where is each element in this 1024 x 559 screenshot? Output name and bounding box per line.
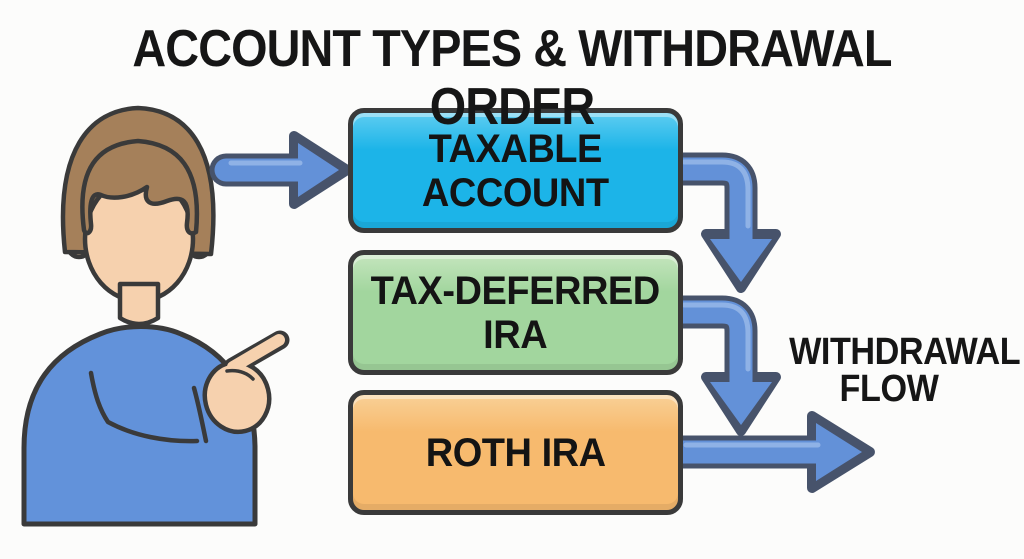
box-tax-deferred-ira: TAX-DEFERRED IRA — [348, 250, 683, 375]
box-label-line: IRA — [483, 312, 548, 357]
person-knuckle-line — [225, 368, 255, 381]
arrow-head — [816, 423, 862, 481]
page-title: ACCOUNT TYPES & WITHDRAWAL ORDER — [132, 20, 892, 136]
arrow-person-to-taxable — [209, 131, 352, 209]
arrow-head — [710, 239, 772, 282]
person-neck — [117, 281, 161, 327]
arrow-head — [710, 382, 772, 425]
box-label-line: ACCOUNT — [422, 170, 609, 215]
box-roth-ira: ROTH IRA — [348, 390, 683, 515]
arrow-highlight — [681, 159, 751, 229]
box-taxable-account-label: TAXABLE ACCOUNT — [422, 127, 609, 215]
arrow-highlight — [681, 302, 751, 372]
arrow-roth-outflow — [680, 411, 875, 493]
box-tax-deferred-ira-label: TAX-DEFERRED IRA — [370, 268, 661, 357]
withdrawal-flow-line: FLOW — [839, 368, 939, 410]
box-roth-ira-label: ROTH IRA — [426, 431, 606, 475]
box-label-line: TAX-DEFERRED — [370, 268, 661, 313]
arrow-shaft — [680, 300, 753, 393]
box-label-line: ROTH IRA — [425, 430, 606, 475]
person-sleeve-cuff — [191, 385, 209, 444]
withdrawal-flow-line: WITHDRAWAL — [789, 331, 1021, 373]
person-arm-crease — [88, 370, 200, 444]
withdrawal-flow-label: WITHDRAWAL FLOW — [789, 331, 1021, 410]
arrow-head — [298, 143, 339, 197]
person-pointing-illustration — [21, 105, 290, 527]
arrow-shaft — [680, 157, 753, 250]
arrow-taxable-to-tax-deferred — [680, 152, 781, 293]
person-hair-fringe — [80, 138, 200, 236]
box-taxable-account: TAXABLE ACCOUNT — [348, 108, 683, 233]
person-index-finger — [227, 334, 285, 373]
box-label-line: TAXABLE — [428, 126, 603, 171]
arrow-tax-deferred-to-roth — [680, 295, 781, 436]
